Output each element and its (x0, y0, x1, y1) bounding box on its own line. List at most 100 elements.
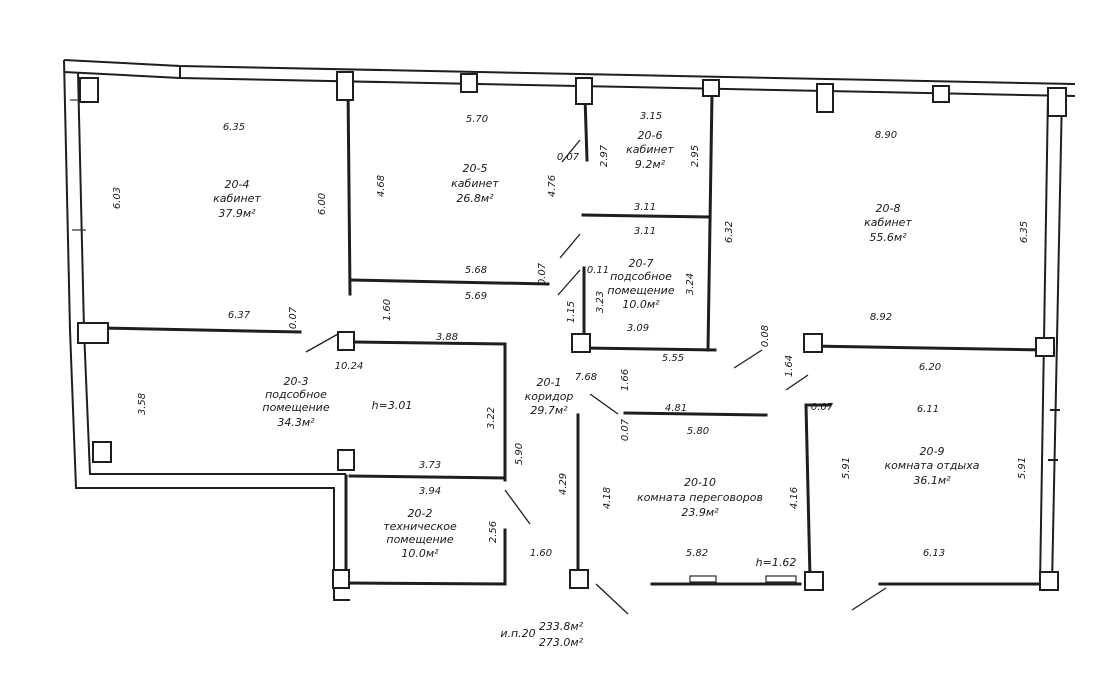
room-name: кабинет (626, 143, 674, 156)
dimension: 0.07 (811, 402, 834, 413)
dimension: 4.18 (602, 487, 613, 509)
dimension: 0.07 (620, 418, 631, 441)
room-name: комната переговоров (637, 491, 763, 504)
totals-label: и.п.20 (500, 627, 535, 640)
room-number: 20-4 (225, 178, 250, 191)
room-number: 20-2 (408, 507, 433, 520)
column (765, 575, 797, 583)
room-number: 20-6 (638, 129, 663, 142)
room-height: h=3.01 (372, 399, 413, 412)
room-20-6: 20-6 кабинет 9.2м² (626, 129, 674, 171)
dimension: 3.11 (634, 202, 656, 213)
room-area: 10.0м² (622, 298, 660, 311)
column (1047, 87, 1067, 117)
dimension: 6.35 (223, 122, 245, 133)
dimension: 5.91 (841, 457, 852, 479)
dimension: 6.20 (919, 362, 941, 373)
dimension: 3.09 (627, 323, 649, 334)
dimension: 10.24 (335, 361, 364, 372)
dimension: 4.68 (376, 175, 387, 197)
dimension: 3.23 (595, 291, 606, 313)
columns (77, 71, 1067, 591)
room-area: 34.3м² (277, 416, 315, 429)
room-area: 9.2м² (635, 158, 666, 171)
dimension: 0.07 (557, 152, 580, 163)
dimension: 6.03 (112, 187, 123, 209)
column (571, 333, 591, 353)
dimension: 0.11 (587, 265, 609, 276)
dimensions-vertical: 6.03 6.00 4.68 4.76 2.97 2.95 6.32 6.35 … (112, 144, 1030, 543)
dimension: 0.07 (537, 262, 548, 285)
room-number: 20-9 (920, 445, 945, 458)
dimension: 5.82 (686, 548, 708, 559)
dimension: 2.97 (599, 144, 610, 167)
doors (305, 139, 887, 615)
totals-area: 233.8м² (539, 620, 584, 633)
dimension: 5.91 (1017, 457, 1028, 479)
column (804, 571, 824, 591)
dimension: 1.66 (620, 369, 631, 391)
room-20-5: 20-5 кабинет 26.8м² (451, 162, 499, 205)
room-name: помещение (386, 533, 453, 546)
dimension: 3.73 (419, 460, 441, 471)
column (816, 83, 834, 113)
room-name: помещение (607, 284, 674, 297)
room-20-10: 20-10 комната переговоров 23.9м² h=1.62 (637, 476, 796, 569)
room-number: 20-7 (629, 257, 654, 270)
room-number: 20-10 (684, 476, 716, 489)
column (460, 73, 478, 93)
dimension: 3.94 (419, 486, 441, 497)
dimension: 3.11 (634, 226, 656, 237)
room-number: 20-1 (537, 376, 562, 389)
dimension: 8.90 (875, 130, 897, 141)
dimension: 5.68 (465, 265, 487, 276)
room-area: 10.0м² (401, 547, 439, 560)
room-20-4: 20-4 кабинет 37.9м² (213, 178, 261, 220)
room-area: 55.6м² (869, 231, 907, 244)
dimension: 3.22 (486, 407, 497, 429)
room-name: кабинет (451, 177, 499, 190)
room-name: подсобное (265, 388, 327, 401)
dimension: 1.60 (382, 299, 393, 321)
column (569, 569, 589, 589)
column (1039, 571, 1059, 591)
room-name: техническое (383, 520, 457, 533)
room-name: помещение (262, 401, 329, 414)
dimension: 1.60 (530, 548, 552, 559)
dimension: 3.15 (640, 111, 662, 122)
column (337, 449, 355, 471)
dimension: 4.29 (558, 473, 569, 495)
room-20-8: 20-8 кабинет 55.6м² (864, 202, 912, 244)
column (702, 79, 720, 97)
column (337, 331, 355, 351)
dimension: 5.55 (662, 353, 684, 364)
dimension: 5.69 (465, 291, 487, 302)
column (332, 569, 350, 589)
dimension: 8.92 (870, 312, 892, 323)
area-totals: и.п.20 233.8м² 273.0м² (500, 620, 583, 649)
column (336, 71, 354, 101)
dimension: 5.80 (687, 426, 709, 437)
room-number: 20-8 (876, 202, 901, 215)
dimension: 6.32 (724, 221, 735, 243)
dimension: 4.16 (789, 487, 800, 509)
dimension: 4.81 (665, 403, 687, 414)
dimension: 6.11 (917, 404, 939, 415)
column (689, 575, 717, 583)
column (932, 85, 950, 103)
dimension: 2.95 (690, 145, 701, 167)
room-name: кабинет (213, 192, 261, 205)
dimension: 6.00 (317, 193, 328, 215)
column (77, 322, 109, 344)
room-name: подсобное (610, 270, 672, 283)
column (1035, 337, 1055, 357)
room-name: кабинет (864, 216, 912, 229)
totals-area: 273.0м² (539, 636, 584, 649)
room-area: 26.8м² (456, 192, 494, 205)
room-height: h=1.62 (756, 556, 797, 569)
room-20-3: 20-3 подсобное помещение 34.3м² h=3.01 (262, 375, 412, 429)
dimension: 6.13 (923, 548, 945, 559)
dimension: 1.64 (784, 355, 795, 377)
dimension: 6.35 (1019, 221, 1030, 243)
